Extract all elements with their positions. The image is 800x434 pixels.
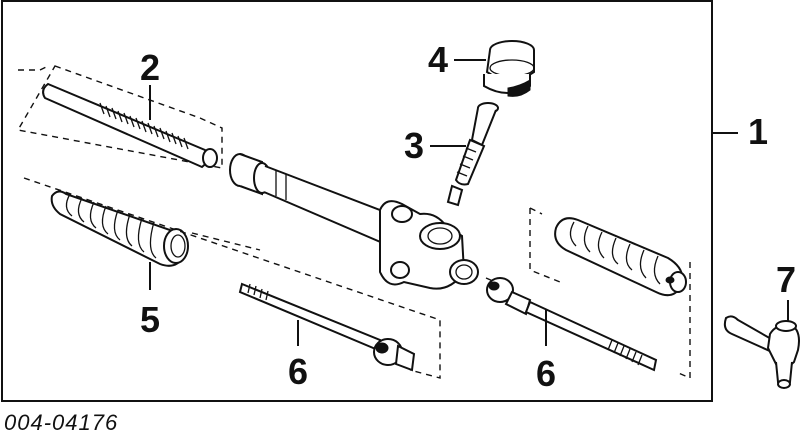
pinion-part <box>430 102 499 207</box>
callout-5: 5 <box>140 299 160 340</box>
rack-housing <box>229 153 479 290</box>
callout-3: 3 <box>404 125 424 166</box>
callout-6-left: 6 <box>288 351 308 392</box>
boot-left-part <box>50 190 189 290</box>
left-dashed-group <box>23 177 441 379</box>
callout-1: 1 <box>748 111 768 152</box>
callout-7: 7 <box>776 259 796 300</box>
catalog-number: 004-04176 <box>4 410 118 434</box>
boot-right-part <box>554 217 687 297</box>
callout-4: 4 <box>428 39 448 80</box>
outer-tie-rod-end-part <box>723 300 800 389</box>
callout-2: 2 <box>140 47 160 88</box>
rack-group <box>16 65 223 169</box>
assembly-frame <box>1 0 713 402</box>
inner-tie-rod-left-part <box>238 282 416 372</box>
callout-6-right: 6 <box>536 353 556 394</box>
pinion-seal-part <box>454 40 535 97</box>
inner-tie-rod-right-part <box>486 277 658 372</box>
